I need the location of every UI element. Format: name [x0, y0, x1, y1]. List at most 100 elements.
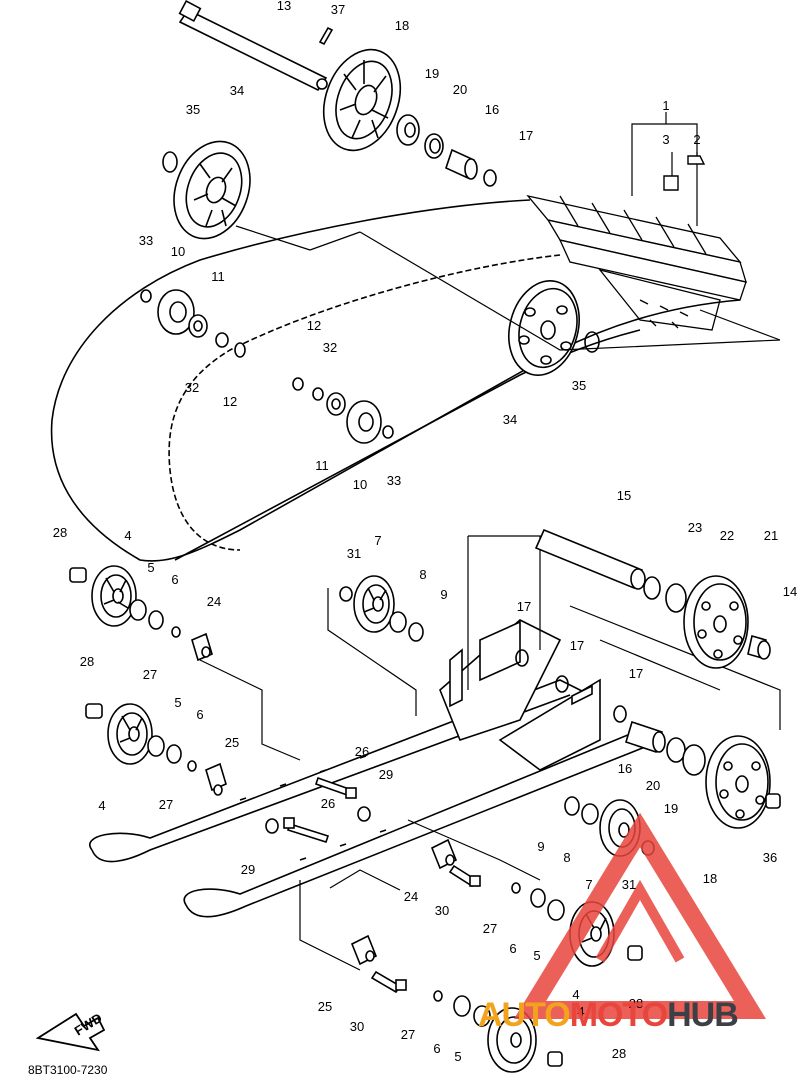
- shaft-15: [534, 528, 687, 613]
- bolts-26: [265, 776, 371, 843]
- wheel-18-top: [322, 48, 402, 152]
- callout-number: 10: [353, 477, 367, 492]
- watermark-logo: [513, 812, 767, 1019]
- callout-number: 29: [241, 862, 255, 877]
- callout-number: 17: [570, 638, 584, 653]
- callout-number: 16: [618, 761, 632, 776]
- callout-number: 18: [395, 18, 409, 33]
- washer-17: [483, 169, 497, 187]
- callout-number: 7: [374, 533, 381, 548]
- callout-number: 4: [577, 1004, 584, 1019]
- callout-number: 5: [147, 560, 154, 575]
- callout-number: 6: [509, 941, 516, 956]
- callout-number: 26: [321, 796, 335, 811]
- callout-number: 5: [174, 695, 181, 710]
- callout-number: 34: [503, 412, 517, 427]
- hub-parts-mid: [292, 377, 394, 444]
- callout-number: 26: [355, 744, 369, 759]
- callout-number: 32: [323, 340, 337, 355]
- callout-number: 20: [646, 778, 660, 793]
- shaft-13: [178, 0, 334, 92]
- callout-number: 7: [585, 877, 592, 892]
- callout-number: 30: [350, 1019, 364, 1034]
- callout-number: 6: [171, 572, 178, 587]
- bracket-24-upper: [191, 632, 213, 662]
- callout-number: 28: [80, 654, 94, 669]
- callout-number: 25: [318, 999, 332, 1014]
- callout-number: 5: [533, 948, 540, 963]
- track-lugs: [526, 194, 747, 331]
- callout-number: 28: [629, 996, 643, 1011]
- wheel-18-lower: [705, 735, 781, 829]
- callout-number: 15: [617, 488, 631, 503]
- callout-number: 11: [211, 269, 225, 284]
- wheel-4-lower-left: [85, 703, 197, 772]
- callout-number: 4: [124, 528, 131, 543]
- leader-lines-lower: [199, 535, 781, 971]
- callout-bracket: [631, 112, 698, 226]
- bracket-24-lower: [430, 838, 521, 894]
- callout-number: 24: [404, 889, 418, 904]
- callout-number: 33: [139, 233, 153, 248]
- fwd-arrow-icon: [35, 1012, 106, 1052]
- track-belt: [50, 199, 741, 562]
- bracket-25-upper: [205, 762, 227, 796]
- wheel-21: [683, 575, 771, 669]
- callout-number: 32: [185, 380, 199, 395]
- watermark-text: AUTOMOTOHUB: [478, 996, 739, 1034]
- circlip-20: [424, 133, 444, 159]
- callout-number: 37: [331, 2, 345, 17]
- callout-number: 30: [435, 903, 449, 918]
- bracket-25-lower: [350, 934, 491, 1027]
- callout-number: 17: [517, 599, 531, 614]
- washers-17: [515, 649, 627, 723]
- callout-number: 35: [186, 102, 200, 117]
- callout-number: 12: [307, 318, 321, 333]
- callout-number: 22: [720, 528, 734, 543]
- callout-number: 19: [425, 66, 439, 81]
- callout-number: 27: [143, 667, 157, 682]
- callout-number: 27: [401, 1027, 415, 1042]
- part-code: 8BT3100-7230: [28, 1063, 108, 1077]
- wheel-7-upper: [339, 575, 424, 642]
- callout-number: 10: [171, 244, 185, 259]
- callout-number: 12: [223, 394, 237, 409]
- wheel-34-right: [508, 280, 580, 376]
- callout-number: 34: [230, 83, 244, 98]
- callout-number: 6: [196, 707, 203, 722]
- slide-rails: [89, 679, 651, 918]
- wheel-34-left: [173, 140, 251, 240]
- callout-number: 9: [537, 839, 544, 854]
- callout-number: 27: [159, 797, 173, 812]
- callout-number: 24: [207, 594, 221, 609]
- callout-number: 3: [662, 132, 669, 147]
- callout-number: 29: [379, 767, 393, 782]
- frame-center: [439, 619, 601, 771]
- callout-number: 35: [572, 378, 586, 393]
- callout-number: 23: [688, 520, 702, 535]
- callout-number: 31: [347, 546, 361, 561]
- callout-number: 4: [572, 987, 579, 1002]
- circlip-35-right: [584, 331, 600, 353]
- wheel-4-bottom: [487, 1007, 563, 1073]
- leader: [309, 231, 361, 251]
- callout-number: 16: [485, 102, 499, 117]
- collar-16: [445, 148, 478, 180]
- circlip-35-left: [162, 151, 178, 173]
- hub-parts-left: [140, 289, 246, 358]
- callout-number: 17: [519, 128, 533, 143]
- callout-number: 14: [783, 584, 797, 599]
- callout-number: 9: [440, 587, 447, 602]
- callout-number: 6: [433, 1041, 440, 1056]
- callout-number: 8: [563, 850, 570, 865]
- bracket-3-2: [663, 155, 706, 191]
- callout-number: 21: [764, 528, 778, 543]
- leader: [235, 225, 311, 251]
- callout-number: 2: [693, 132, 700, 147]
- bearing-19: [396, 114, 420, 146]
- callout-number: 28: [612, 1046, 626, 1061]
- callout-number: 11: [315, 458, 329, 473]
